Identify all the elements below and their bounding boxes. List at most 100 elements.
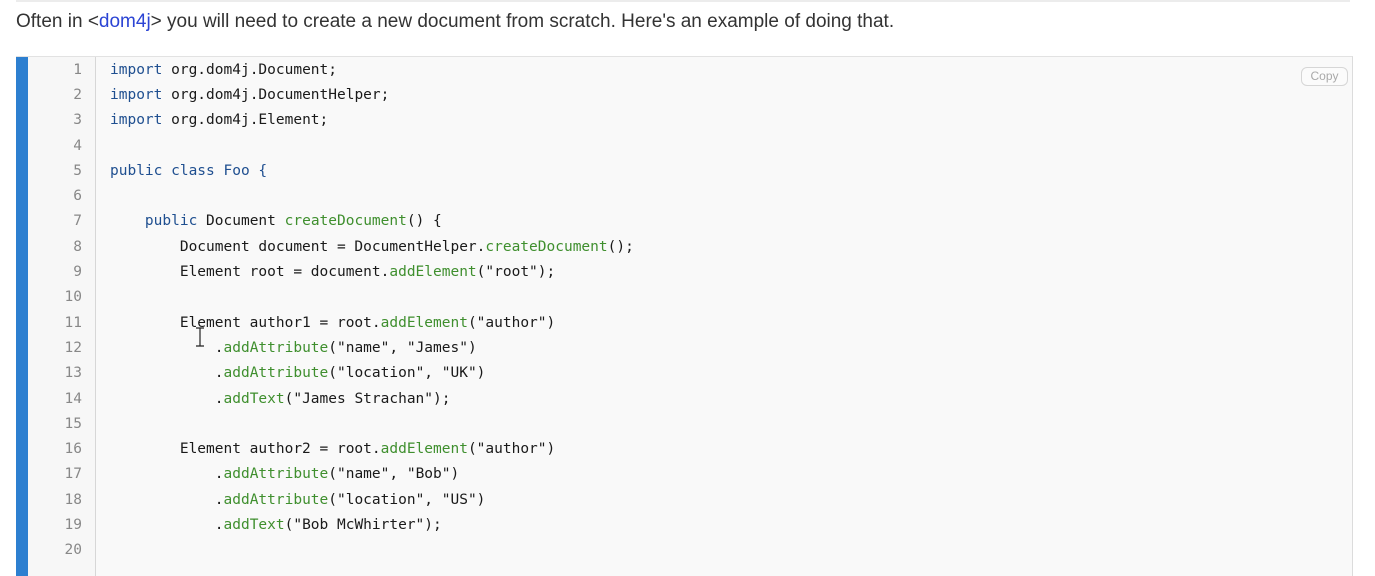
intro-paragraph: Often in <dom4j> you will need to create…: [16, 9, 894, 35]
intro-text-after: > you will need to create a new document…: [150, 11, 895, 32]
code-text: .addAttribute("location", "UK"): [82, 365, 486, 382]
line-number: 19: [64, 516, 82, 533]
code-token: ("author"): [467, 441, 556, 458]
line-number: 20: [64, 542, 82, 559]
code-token: ("location", "UK"): [328, 365, 486, 382]
method-token: createDocument: [485, 238, 608, 255]
keyword-token: import: [110, 61, 163, 78]
code-text: Document document = DocumentHelper.creat…: [82, 239, 634, 255]
code-token: .: [110, 390, 224, 407]
code-token: ("name", "James"): [328, 339, 477, 356]
line-number: 3: [73, 112, 82, 129]
method-token: addText: [223, 390, 285, 407]
line-number-gutter: [28, 57, 96, 576]
code-text: .addAttribute("name", "Bob"): [82, 466, 459, 482]
code-token: Element root = document.: [110, 264, 390, 281]
keyword-token: public class Foo {: [110, 162, 268, 179]
intro-text-before: Often in <: [16, 11, 99, 32]
code-token: ("author"): [467, 314, 556, 331]
line-number: 6: [73, 188, 82, 205]
line-number: 16: [64, 441, 82, 458]
code-token: ("name", "Bob"): [328, 466, 460, 483]
code-token: Document document = DocumentHelper.: [110, 238, 486, 255]
text-cursor-icon: [196, 327, 204, 347]
code-line: 9 Element root = document.addElement("ro…: [28, 259, 1352, 284]
code-text: Element root = document.addElement("root…: [82, 264, 555, 280]
code-token: .: [110, 365, 224, 382]
keyword-token: public: [110, 213, 198, 230]
code-token: org.dom4j.Document;: [162, 61, 337, 78]
method-token: addAttribute: [223, 365, 329, 382]
method-token: addAttribute: [223, 491, 329, 508]
copy-button[interactable]: Copy: [1301, 67, 1348, 86]
code-token: org.dom4j.DocumentHelper;: [162, 86, 390, 103]
code-line: 10: [28, 285, 1352, 310]
method-token: createDocument: [284, 213, 407, 230]
code-text: .addText("Bob McWhirter");: [82, 517, 442, 533]
code-line: 4: [28, 133, 1352, 158]
code-line: 11 Element author1 = root.addElement("au…: [28, 310, 1352, 335]
line-number: 11: [64, 314, 82, 331]
code-token: .: [110, 466, 224, 483]
line-number: 15: [64, 415, 82, 432]
line-number: 5: [73, 162, 82, 179]
code-line: 19 .addText("Bob McWhirter");: [28, 512, 1352, 537]
code-token: ();: [607, 238, 634, 255]
code-text: public class Foo {: [82, 163, 267, 179]
method-token: addText: [223, 516, 285, 533]
library-name: dom4j: [98, 11, 151, 32]
method-token: addElement: [380, 441, 468, 458]
code-token: .: [110, 491, 224, 508]
line-number: 17: [64, 466, 82, 483]
code-line: 7 public Document createDocument() {: [28, 209, 1352, 234]
code-token: Document: [197, 213, 285, 230]
code-line: 14 .addText("James Strachan");: [28, 386, 1352, 411]
line-number: 8: [73, 238, 82, 255]
code-text: Element author1 = root.addElement("autho…: [82, 315, 555, 331]
code-token: ("James Strachan");: [284, 390, 451, 407]
code-token: org.dom4j.Element;: [162, 112, 329, 129]
code-line: 17 .addAttribute("name", "Bob"): [28, 462, 1352, 487]
method-token: addElement: [389, 264, 477, 281]
code-token: Element author2 = root.: [110, 441, 381, 458]
code-text: import org.dom4j.DocumentHelper;: [82, 87, 389, 103]
code-line: 8 Document document = DocumentHelper.cre…: [28, 234, 1352, 259]
method-token: addAttribute: [223, 339, 329, 356]
line-number: 9: [73, 264, 82, 281]
code-token: .: [110, 339, 224, 356]
method-token: addElement: [380, 314, 468, 331]
code-token: Element author1 = root.: [110, 314, 381, 331]
line-number: 2: [73, 86, 82, 103]
code-line: 18 .addAttribute("location", "US"): [28, 487, 1352, 512]
code-text: Element author2 = root.addElement("autho…: [82, 441, 555, 457]
line-number: 1: [73, 61, 82, 78]
keyword-token: import: [110, 86, 163, 103]
code-line: 6: [28, 183, 1352, 208]
line-number: 13: [64, 365, 82, 382]
line-number: 12: [64, 339, 82, 356]
line-number: 14: [64, 390, 82, 407]
top-divider: [16, 0, 1350, 2]
line-number: 10: [64, 289, 82, 306]
code-token: ("Bob McWhirter");: [284, 516, 442, 533]
code-line: 5 public class Foo {: [28, 158, 1352, 183]
code-line: 16 Element author2 = root.addElement("au…: [28, 436, 1352, 461]
code-text: import org.dom4j.Element;: [82, 112, 328, 128]
code-line: 15: [28, 411, 1352, 436]
code-text: import org.dom4j.Document;: [82, 62, 337, 78]
code-line: 12 .addAttribute("name", "James"): [28, 335, 1352, 360]
code-token: ("root");: [476, 264, 556, 281]
code-line: 13 .addAttribute("location", "UK"): [28, 361, 1352, 386]
keyword-token: import: [110, 112, 163, 129]
code-text: .addText("James Strachan");: [82, 390, 451, 407]
code-token: ("location", "US"): [328, 491, 486, 508]
code-accent-bar: [16, 57, 28, 576]
method-token: addAttribute: [223, 466, 329, 483]
line-number: 7: [73, 213, 82, 230]
line-number: 4: [73, 137, 82, 154]
